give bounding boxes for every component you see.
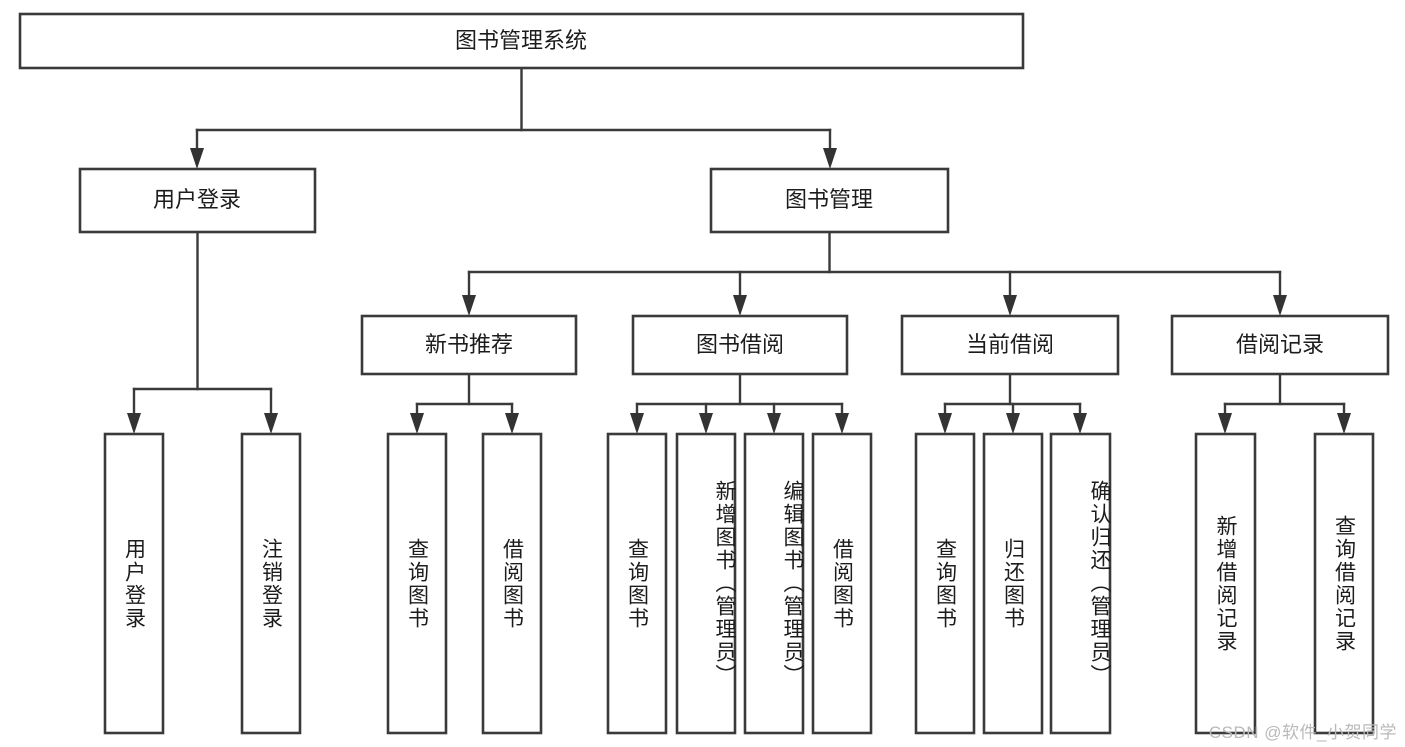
leaf-box-logout[interactable] (240, 432, 302, 735)
leaf-box-borrow-book-2[interactable] (811, 432, 873, 735)
node-user-login-label: 用户登录 (153, 187, 241, 212)
leaf-box-user-login[interactable] (103, 432, 165, 735)
leaf-box-query-book-2[interactable] (606, 432, 668, 735)
arrow-head-icon (938, 413, 952, 434)
node-book-management[interactable]: 图书管理 (709, 167, 950, 234)
arrow-head-icon (264, 413, 278, 434)
arrow-head-icon (1218, 413, 1232, 434)
connector-group-book-borrow (630, 372, 849, 434)
node-book-borrow-label: 图书借阅 (696, 332, 784, 357)
leaf-box-query-borrow-record[interactable] (1313, 432, 1375, 735)
leaf-box-query-book-3[interactable] (914, 432, 976, 735)
leaf-box-add-book-admin[interactable] (675, 432, 737, 735)
arrow-head-icon (767, 413, 781, 434)
node-root-label: 图书管理系统 (455, 28, 587, 53)
leaf-box-add-borrow-record[interactable] (1194, 432, 1257, 735)
arrow-head-icon (835, 413, 849, 434)
arrow-head-icon (1337, 413, 1351, 434)
arrow-head-icon (190, 148, 204, 169)
node-borrow-record[interactable]: 借阅记录 (1170, 314, 1390, 376)
node-book-management-label: 图书管理 (785, 187, 873, 212)
node-new-book-recommend[interactable]: 新书推荐 (360, 314, 578, 376)
leaf-box-return-book[interactable] (982, 432, 1044, 735)
leaf-node-boxes (103, 432, 1375, 735)
connector-group-current-borrow (938, 372, 1087, 434)
arrow-head-icon (699, 413, 713, 434)
arrow-head-icon (410, 413, 424, 434)
leaf-box-query-book-1[interactable] (386, 432, 448, 735)
arrow-head-icon (630, 413, 644, 434)
node-new-book-recommend-label: 新书推荐 (425, 332, 513, 357)
connector-group-root (190, 66, 837, 169)
connector-group-borrow-record (1218, 372, 1351, 434)
arrow-head-icon (1073, 413, 1087, 434)
leaf-box-confirm-return-admin[interactable] (1049, 432, 1112, 735)
node-borrow-record-label: 借阅记录 (1236, 332, 1324, 357)
node-current-borrow[interactable]: 当前借阅 (900, 314, 1120, 376)
connector-group-book-mgmt (462, 230, 1287, 316)
arrow-head-icon (127, 413, 141, 434)
arrow-head-icon (823, 148, 837, 169)
arrow-head-icon (733, 295, 747, 316)
connector-group-new-book (410, 372, 519, 434)
arrow-head-icon (505, 413, 519, 434)
node-root[interactable]: 图书管理系统 (18, 12, 1025, 70)
leaf-box-edit-book-admin[interactable] (743, 432, 805, 735)
arrow-head-icon (462, 295, 476, 316)
node-user-login[interactable]: 用户登录 (78, 167, 317, 234)
node-current-borrow-label: 当前借阅 (966, 332, 1054, 357)
node-book-borrow[interactable]: 图书借阅 (631, 314, 849, 376)
csdn-watermark: CSDN @软件_小贺同学 (1208, 723, 1397, 742)
arrow-head-icon (1003, 295, 1017, 316)
arrow-head-icon (1273, 295, 1287, 316)
arrow-head-icon (1006, 413, 1020, 434)
connector-group-user-login (127, 230, 278, 434)
leaf-box-borrow-book-1[interactable] (481, 432, 543, 735)
